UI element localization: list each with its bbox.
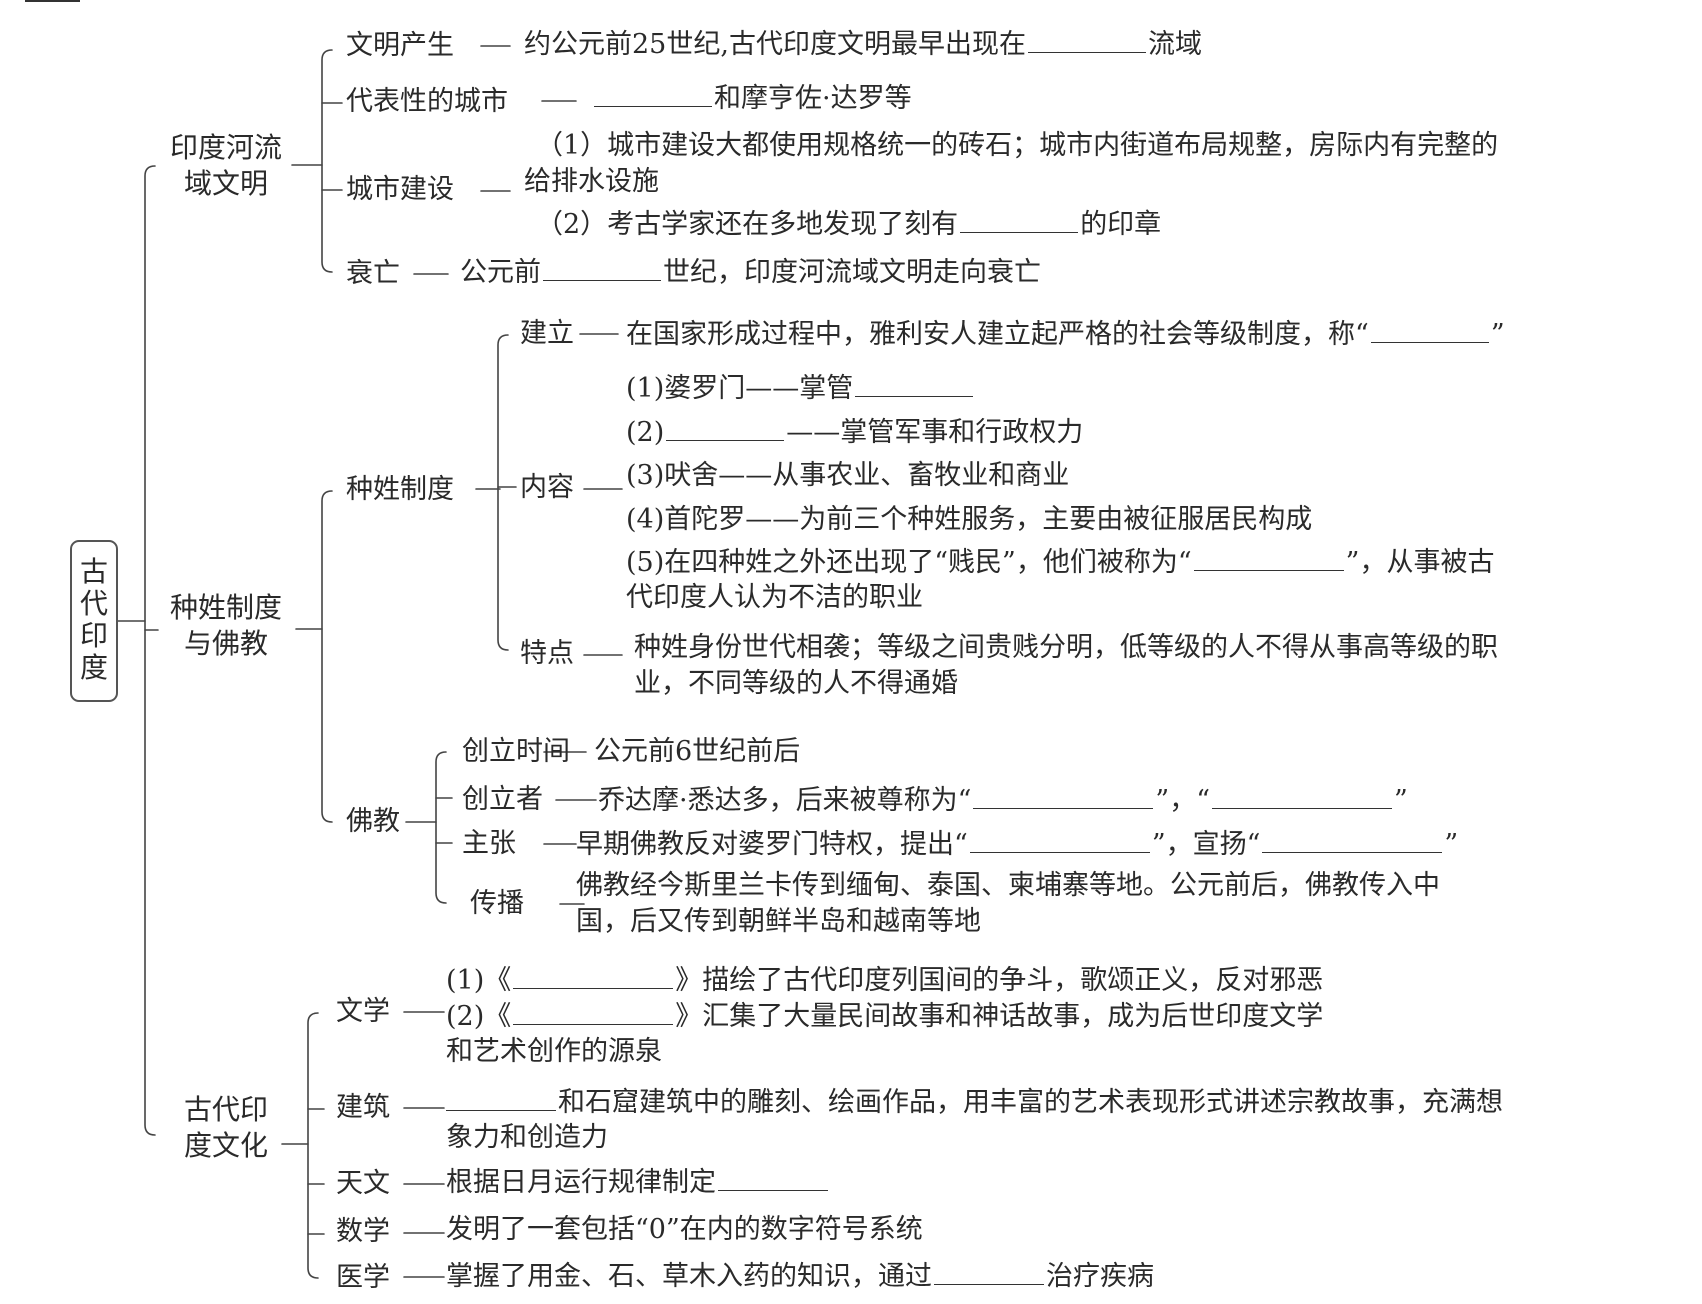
culture-architecture-label: 建筑 xyxy=(336,1092,390,1123)
blank xyxy=(1027,26,1146,53)
caste-feature-label: 特点 xyxy=(520,638,574,669)
culture-math-label: 数学 xyxy=(336,1216,390,1247)
blank xyxy=(446,1084,556,1111)
buddhism-time-label: 创立时间 xyxy=(462,736,570,767)
blank xyxy=(1370,316,1489,343)
caste-content-item2: (2)——掌管军事和行政权力 xyxy=(626,414,1083,451)
caste-content-item5-line2: 代印度人认为不洁的职业 xyxy=(626,582,923,613)
root-label: 古代印度 xyxy=(79,555,108,684)
buddhism-bracket xyxy=(435,751,447,904)
indus-building-item2: （2）考古学家还在多地发现了刻有的印章 xyxy=(536,206,1161,243)
caste-feature-line1: 种姓身份世代相袭；等级之间贵贱分明，低等级的人不得从事高等级的职 xyxy=(634,632,1498,663)
indus-origin-text: 约公元前25世纪,古代印度文明最早出现在流域 xyxy=(524,26,1202,63)
caste-buddhism-label-line2: 与佛教 xyxy=(184,627,269,660)
buddhism-founder-text: 乔达摩·悉达多，后来被尊称为“”，“” xyxy=(598,782,1408,819)
blank xyxy=(973,782,1154,809)
caste-content-item5: (5)在四种姓之外还出现了“贱民”，他们被称为“”，从事被古 xyxy=(626,544,1494,581)
culture-label-line1: 古代印 xyxy=(184,1093,269,1126)
caste-content-item1: (1)婆罗门——掌管 xyxy=(626,370,975,407)
indus-bracket xyxy=(321,49,333,273)
indus-decline-text: 公元前世纪，印度河流域文明走向衰亡 xyxy=(460,254,1041,291)
caste-buddhism-bracket xyxy=(321,490,333,823)
buddhism-spread-line1: 佛教经今斯里兰卡传到缅甸、泰国、柬埔寨等地。公元前后，佛教传入中 xyxy=(576,870,1440,901)
caste-content-label: 内容 xyxy=(520,472,574,503)
buddhism-spread-line2: 国，后又传到朝鲜半岛和越南等地 xyxy=(576,906,981,937)
culture-architecture-line1: 和石窟建筑中的雕刻、绘画作品，用丰富的艺术表现形式讲述宗教故事，充满想 xyxy=(446,1084,1503,1121)
culture-astronomy-label: 天文 xyxy=(336,1168,390,1199)
indus-label-line1: 印度河流 xyxy=(170,131,283,164)
blank xyxy=(666,414,785,441)
buddhism-doctrine-label: 主张 xyxy=(462,828,516,859)
blank xyxy=(718,1164,828,1191)
indus-building-item1-line2: 给排水设施 xyxy=(524,166,659,197)
buddhism-spread-label: 传播 xyxy=(470,888,524,919)
buddhism-time-text: 公元前6世纪前后 xyxy=(594,736,801,767)
indus-decline-label: 衰亡 xyxy=(346,258,400,289)
culture-literature-item2: (2)《》汇集了大量民间故事和神话故事，成为后世印度文学 xyxy=(446,998,1323,1035)
caste-content-item3: (3)吠舍——从事农业、畜牧业和商业 xyxy=(626,460,1070,491)
blank xyxy=(594,80,712,107)
blank xyxy=(513,962,674,989)
buddhism-label: 佛教 xyxy=(346,806,400,837)
caste-content-item4: (4)首陀罗——为前三个种姓服务，主要由被征服居民构成 xyxy=(626,504,1313,535)
blank xyxy=(855,370,974,397)
blank xyxy=(960,206,1079,233)
culture-literature-label: 文学 xyxy=(336,996,390,1027)
caste-feature-line2: 业，不同等级的人不得通婚 xyxy=(634,668,958,699)
root-node: 古代印度 xyxy=(70,540,118,702)
blank xyxy=(543,254,661,281)
buddhism-doctrine-text: 早期佛教反对婆罗门特权，提出“”，宣扬“” xyxy=(576,826,1458,863)
main-bracket xyxy=(144,165,156,1136)
culture-architecture-line2: 象力和创造力 xyxy=(446,1122,608,1153)
caste-establish-text: 在国家形成过程中，雅利安人建立起严格的社会等级制度，称“” xyxy=(626,316,1505,353)
culture-literature-item1: (1)《》描绘了古代印度列国间的争斗，歌颂正义，反对邪恶 xyxy=(446,962,1323,999)
culture-astronomy-text: 根据日月运行规律制定 xyxy=(446,1164,830,1201)
caste-label: 种姓制度 xyxy=(346,474,454,505)
blank xyxy=(969,826,1150,853)
indus-label-line2: 域文明 xyxy=(184,167,269,200)
indus-cities-text: 和摩亨佐·达罗等 xyxy=(592,80,912,117)
culture-medicine-text: 掌握了用金、石、草木入药的知识，通过治疗疾病 xyxy=(446,1258,1154,1295)
indus-building-label: 城市建设 xyxy=(346,174,454,205)
blank xyxy=(1262,826,1443,853)
culture-medicine-label: 医学 xyxy=(336,1262,390,1293)
blank xyxy=(1193,544,1344,571)
indus-building-item1-line1: （1）城市建设大都使用规格统一的砖石；城市内街道布局规整，房际内有完整的 xyxy=(536,130,1499,161)
caste-establish-label: 建立 xyxy=(520,318,574,349)
caste-bracket xyxy=(497,334,509,651)
culture-label-line2: 度文化 xyxy=(184,1129,269,1162)
blank xyxy=(513,998,674,1025)
culture-bracket xyxy=(307,1012,319,1279)
indus-cities-label: 代表性的城市 xyxy=(346,86,508,117)
top-rule xyxy=(25,0,80,2)
blank xyxy=(1212,782,1392,809)
culture-math-text: 发明了一套包括“0”在内的数字符号系统 xyxy=(446,1214,923,1245)
indus-origin-label: 文明产生 xyxy=(346,30,454,61)
culture-literature-item2-line2: 和艺术创作的源泉 xyxy=(446,1036,662,1067)
caste-buddhism-label-line1: 种姓制度 xyxy=(170,591,283,624)
blank xyxy=(934,1258,1044,1285)
buddhism-founder-label: 创立者 xyxy=(462,784,543,815)
